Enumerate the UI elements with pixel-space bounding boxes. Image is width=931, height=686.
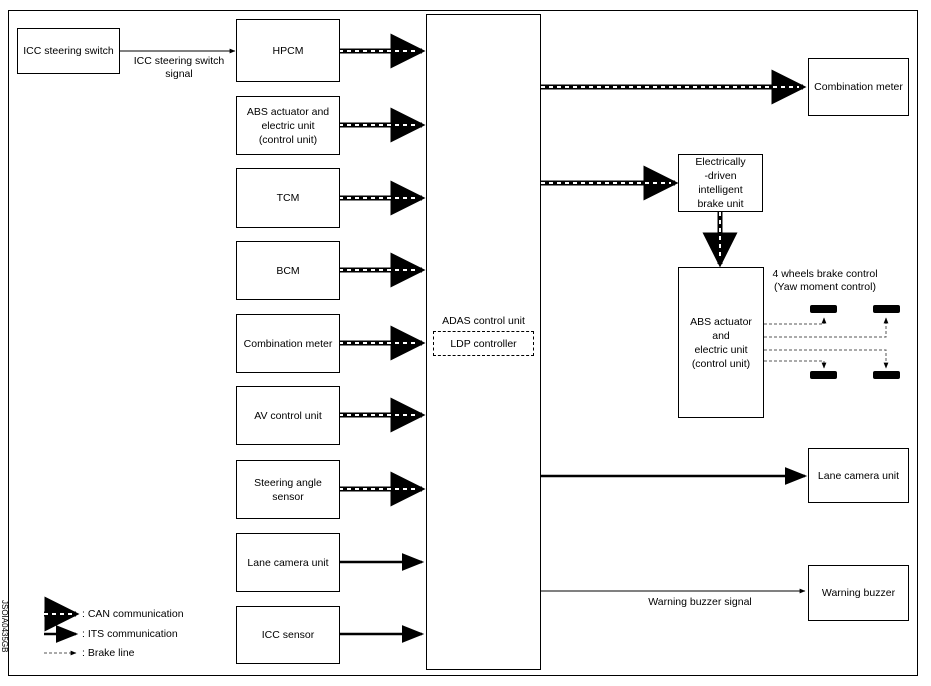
lane-camera-unit-right-box: Lane camera unit [808, 448, 909, 503]
combination-meter-right-label: Combination meter [814, 81, 903, 93]
lane-camera-unit-left-label: Lane camera unit [247, 556, 329, 569]
lane-camera-unit-left-box: Lane camera unit [236, 533, 340, 592]
electric-brake-unit-box: Electrically -driven intelligent brake unit [678, 154, 763, 212]
legend-brake-label: : Brake line [82, 647, 135, 659]
lane-camera-unit-right-label: Lane camera unit [817, 469, 900, 482]
icc-signal-line1: ICC steering switch [133, 55, 225, 67]
ldp-controller-label: LDP controller [450, 337, 517, 350]
av-control-unit-label: AV control unit [254, 409, 322, 422]
wheels-line1: 4 wheels brake control [772, 268, 878, 280]
icc-signal-line2: signal [165, 68, 193, 80]
abs-right-line4: (control unit) [691, 357, 751, 370]
abs-right-line1: ABS actuator [690, 315, 752, 328]
can-lines-left [339, 33, 426, 507]
abs-left-line2: electric unit [261, 119, 315, 132]
brake-line4: brake unit [697, 198, 744, 210]
figure-id: JSOIA0435GB [0, 600, 9, 653]
diagram-frame [8, 10, 918, 676]
combination-meter-left-box: Combination meter [236, 314, 340, 373]
bcm-label: BCM [276, 264, 300, 277]
wheels-brake-control-label: 4 wheels brake control(Yaw moment contro… [765, 268, 885, 294]
wheels [810, 305, 900, 379]
icc-sensor-box: ICC sensor [236, 606, 340, 664]
ldp-controller-box: LDP controller [433, 331, 534, 356]
combination-meter-left-label: Combination meter [243, 337, 333, 350]
tcm-box: TCM [236, 168, 340, 228]
adas-control-unit-label: ADAS control unit [442, 315, 525, 327]
hpcm-box: HPCM [236, 19, 340, 82]
legend-its-label: : ITS communication [82, 628, 178, 640]
warning-buzzer-signal-label: Warning buzzer signal [648, 596, 752, 608]
icc-sensor-label: ICC sensor [261, 629, 315, 641]
tcm-label: TCM [276, 192, 300, 204]
wheels-line2: (Yaw moment control) [774, 281, 876, 293]
icc-steering-switch-label: ICC steering switch [23, 45, 114, 57]
av-control-unit-box: AV control unit [236, 386, 340, 445]
steering-line2: sensor [272, 490, 304, 503]
warning-buzzer-box: Warning buzzer [808, 565, 909, 621]
steering-line1: Steering angle [254, 476, 322, 489]
icc-steering-switch-box: ICC steering switch [17, 28, 120, 74]
abs-left-line3: (control unit) [258, 133, 318, 146]
legend-symbols [44, 596, 80, 656]
brake-lines [764, 317, 889, 369]
abs-right-line2: and [712, 329, 730, 342]
warning-buzzer-label: Warning buzzer [821, 587, 896, 599]
brake-line1: Electrically [695, 156, 746, 168]
bcm-box: BCM [236, 241, 340, 300]
brake-line3: intelligent [698, 184, 743, 196]
its-lines-left [339, 553, 425, 643]
combination-meter-right-box: Combination meter [808, 58, 909, 116]
can-lines-right [541, 69, 807, 268]
abs-right-line3: electric unit [694, 343, 748, 356]
abs-left-line1: ABS actuator and [246, 105, 330, 118]
brake-line2: -driven [704, 170, 737, 182]
legend-can-label: : CAN communication [82, 608, 184, 620]
hpcm-label: HPCM [272, 44, 304, 57]
